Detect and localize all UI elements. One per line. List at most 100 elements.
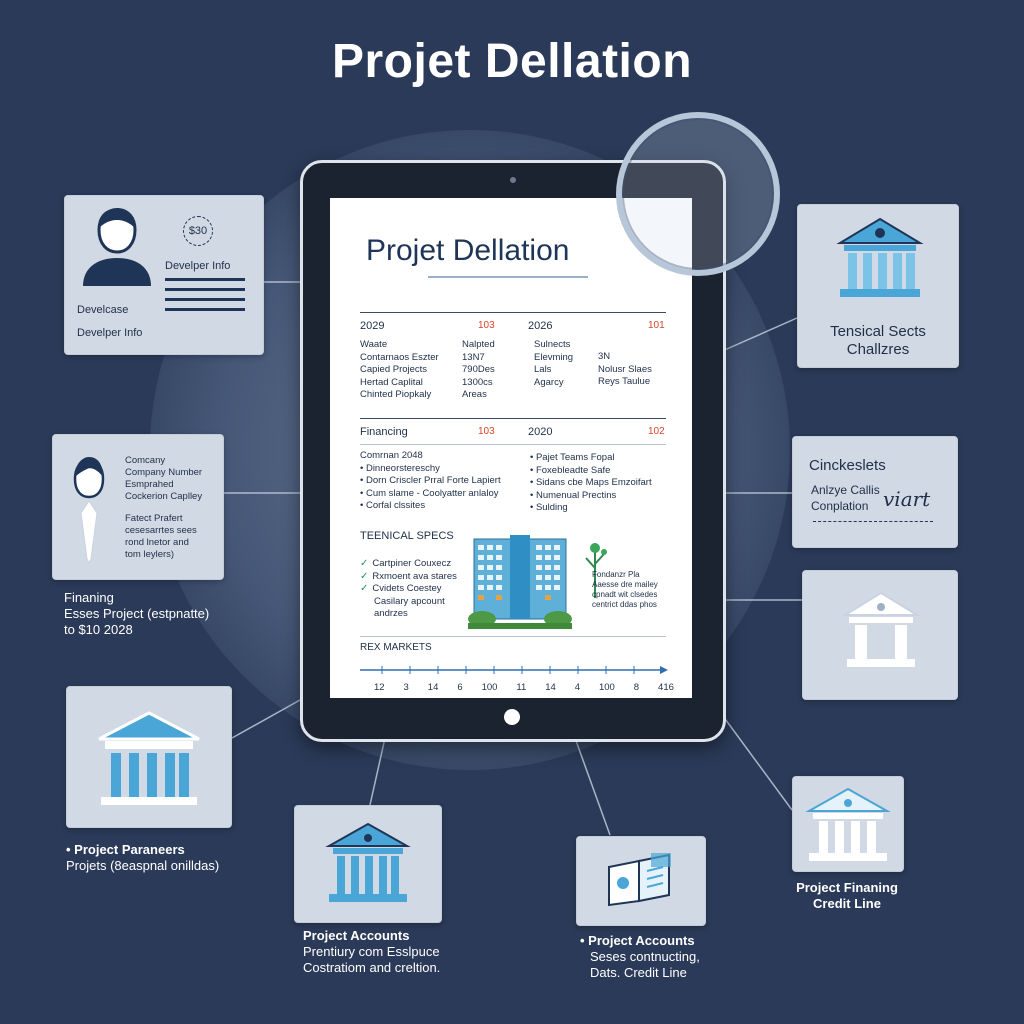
- list-item: Chinted Piopkaly: [360, 389, 432, 400]
- document-title: Projet Dellation: [366, 234, 570, 267]
- list-item: Comrnan 2048: [360, 450, 423, 461]
- company-line: Esmprahed: [125, 479, 174, 490]
- tick-label: 14: [545, 682, 556, 693]
- developer-line1: Develcase: [77, 304, 129, 316]
- year-left: 2029: [360, 320, 385, 332]
- divider: [360, 444, 666, 445]
- person-icon: [73, 457, 105, 565]
- financing-left-items: Comrnan 2048 • Dinneorstereschy • Dorn C…: [360, 450, 501, 513]
- developer-line2: Develper Info: [77, 327, 143, 339]
- accounts-right-line1: Seses contnucting,: [590, 949, 700, 964]
- company-line: rond lnetor and: [125, 537, 189, 548]
- price-badge-text: $30: [188, 225, 208, 237]
- tick-label: 100: [598, 682, 615, 693]
- credit-card[interactable]: [792, 776, 904, 872]
- risk-ticks: 12 3 14 6 100 11 14 4 100 8 416: [374, 682, 674, 695]
- credit-caption: Project Finaning Credit Line: [782, 880, 912, 912]
- tablet-screen[interactable]: Projet Dellation 2029 103 2026 101 Waate…: [330, 198, 692, 698]
- home-button[interactable]: [504, 709, 520, 725]
- divider: [360, 312, 666, 313]
- bank-icon: [805, 787, 891, 861]
- list-item: Hertad Caplital: [360, 376, 423, 388]
- tablet-device: Projet Dellation 2029 103 2026 101 Waate…: [300, 160, 726, 742]
- developer-card[interactable]: $30 Develper Info Develcase Develper Inf…: [64, 195, 264, 355]
- checklist-line2: Anlzye Callis: [811, 483, 880, 497]
- financing-num-right: 102: [648, 426, 665, 437]
- list-item: • Dorn Criscler Prral Forte Lapiert: [360, 475, 501, 486]
- list-item: 3N: [598, 351, 611, 362]
- bank-card-right[interactable]: [802, 570, 958, 700]
- list-item: Waate: [360, 339, 388, 350]
- list-item: • Sulding: [530, 502, 568, 513]
- book-icon: [608, 853, 671, 907]
- company-lines: Comcany Company Number Esmprahed Cockeri…: [125, 455, 202, 503]
- checklist-line1: Cinckeslets: [809, 457, 886, 474]
- list-item: ✓Rxmoent ava stares: [360, 570, 457, 582]
- accounts-center-caption: Project Accounts Prentiury com Esslpuce …: [303, 928, 440, 976]
- accounts-center-line1: Prentiury com Esslpuce: [303, 944, 440, 959]
- parameters-caption: • Project Paraneers Projets (8easpnal on…: [66, 842, 219, 874]
- company-line: tom leylers): [125, 549, 175, 560]
- financing-caption-line2: to $10 2028: [64, 622, 133, 637]
- list-item: Lals: [534, 364, 552, 375]
- bank-card-left[interactable]: [66, 686, 232, 828]
- info-lines: [165, 278, 245, 311]
- tick-label: 8: [633, 682, 640, 693]
- company-card[interactable]: Comcany Company Number Esmprahed Cockeri…: [52, 434, 224, 580]
- checklist-card[interactable]: Cinckeslets Anlzye Callis Conplation via…: [792, 436, 958, 548]
- list-item: Nolusr Slaes: [598, 363, 652, 375]
- list-item: andrzes: [374, 608, 408, 619]
- financing-caption-line1: Esses Project (estpnatte): [64, 606, 210, 621]
- book-card[interactable]: [576, 836, 706, 926]
- financing-year: 2020: [528, 426, 553, 438]
- list-item: Nalpted: [462, 339, 495, 350]
- note-line: Fondanzr Pla: [592, 570, 640, 579]
- specs-note: Fondanzr Pla Aaesse dre mailey cpnadt wi…: [592, 570, 658, 610]
- list-item: Areas: [462, 389, 487, 400]
- list-item: Reys Taulue: [598, 376, 651, 387]
- price-badge: $30: [183, 216, 213, 246]
- list-item: • Foxebleadte Safe: [530, 464, 611, 476]
- section1-left-col-b: Nalpted 13N7 790Des 1300cs Areas: [462, 339, 495, 402]
- company-lines-2: Fatect Prafert cesesarrtes sees rond lne…: [125, 513, 197, 561]
- developer-info-label: Develper Info: [165, 260, 231, 272]
- bank-card-bottom[interactable]: [294, 805, 442, 923]
- list-item: Sulnects: [534, 339, 571, 350]
- technical-card[interactable]: Tensical Sects Challzres: [797, 204, 959, 368]
- financing-label: Financing: [360, 426, 408, 438]
- accounts-right-caption: • Project Accounts Seses contnucting, Da…: [580, 933, 700, 981]
- bank-icon: [325, 822, 411, 902]
- financing-caption: Finaning Esses Project (estpnatte) to $1…: [64, 590, 209, 638]
- year-right: 2026: [528, 320, 553, 332]
- divider: [360, 636, 666, 637]
- accounts-center-line2: Costratiom and creltion.: [303, 960, 441, 975]
- specs-label: TEENICAL SPECS: [360, 530, 454, 542]
- tick-label: 416: [658, 682, 674, 693]
- bank-icon: [98, 711, 200, 805]
- company-line: Cockerion Caplley: [125, 491, 203, 502]
- parameters-caption-line1: Projets (8easpnal onilldas): [66, 858, 220, 873]
- accounts-right-line2: Dats. Credit Line: [590, 965, 687, 980]
- note-line: Aaesse dre mailey: [592, 580, 658, 589]
- check-icon: ✓: [360, 570, 369, 582]
- accounts-center-title: Project Accounts: [303, 928, 410, 943]
- financing-num-left: 103: [478, 426, 495, 437]
- check-icon: ✓: [360, 558, 369, 569]
- plant-icon: [585, 543, 607, 598]
- list-item: ✓Cartpiner Couxecz: [360, 558, 452, 569]
- list-item: 13N7: [462, 351, 485, 363]
- tick-label: 6: [457, 682, 463, 693]
- person-icon: [83, 208, 151, 286]
- list-item: • Numenual Prectins: [530, 489, 617, 501]
- company-line: Fatect Prafert: [125, 513, 183, 524]
- list-item: • Corfal clssites: [360, 500, 426, 511]
- list-item: Elevming: [534, 351, 574, 363]
- title-underline: [428, 276, 588, 278]
- credit-caption-line2: Credit Line: [813, 896, 881, 911]
- bank-icon: [841, 591, 921, 667]
- risk-label: REX MARKETS: [360, 642, 432, 653]
- building-illustration: [468, 535, 572, 629]
- section1-left-col-a: Waate Contarnaos Eszter Capied Projects …: [360, 339, 439, 402]
- list-item: • Cum slame - Coolyatter anlaloy: [360, 487, 499, 499]
